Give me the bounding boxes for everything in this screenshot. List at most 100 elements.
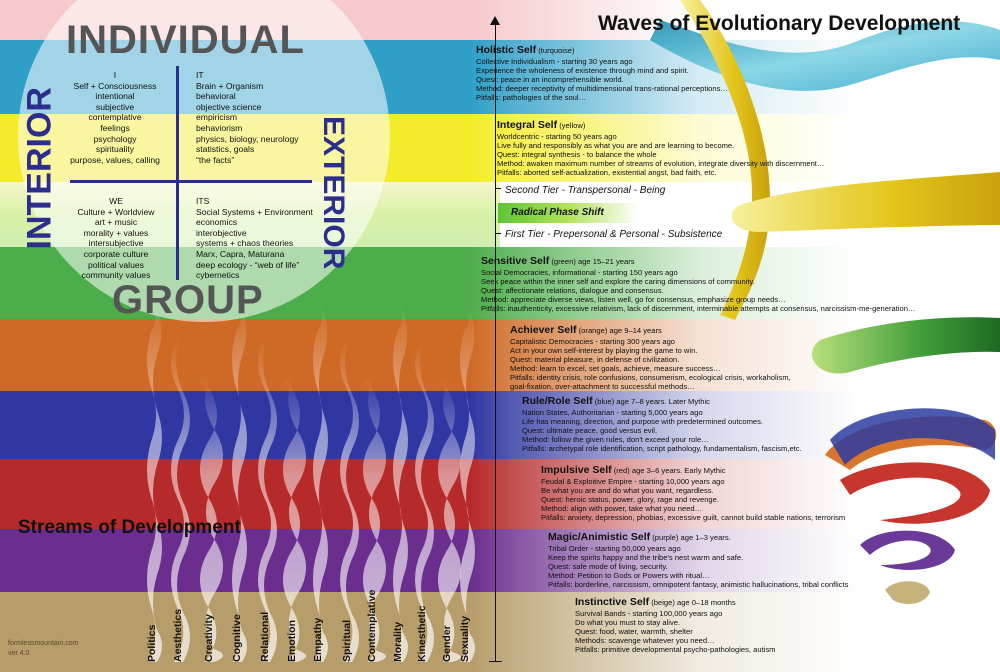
level-line: Quest: food, water, warmth, shelter [575, 627, 693, 636]
level-line: Method: appreciate diverse views, listen… [481, 295, 786, 304]
spiral-blue-coil [830, 408, 995, 465]
qIT-line: objective science [196, 101, 262, 112]
level-line: Collective Individualism - starting 30 y… [476, 57, 633, 66]
qITS-line: Social Systems + Environment [196, 206, 313, 217]
stream-label-aesthetics: Aesthetics [172, 608, 184, 662]
level-instinctive-self: Instinctive Self (beige) age 0–18 months… [575, 596, 776, 654]
level-color-label: (yellow) [557, 121, 586, 130]
level-title: Holistic Self (turquoise) [476, 44, 728, 57]
level-line: Pitfalls: pathologies of the soul… [476, 93, 587, 102]
level-title-text: Sensitive Self [481, 255, 550, 267]
stream-ribbon [200, 374, 223, 662]
level-color-label: (green) age 15–21 years [549, 257, 635, 266]
level-title-text: Rule/Role Self [522, 395, 593, 407]
level-line: Pitfalls: inauthenticity, excessive rela… [481, 304, 916, 313]
qIT-line: “the facts” [196, 154, 235, 165]
second-tier-tick [495, 188, 501, 189]
stream-ribbon [283, 375, 306, 662]
second-tier-label: Second Tier - Transpersonal - Being [505, 185, 666, 196]
streams-heading: Streams of Development [18, 517, 241, 538]
level-color-label: (beige) age 0–18 months [649, 598, 736, 607]
band-beige [0, 592, 1000, 672]
qWE-line: WE [109, 196, 123, 206]
stream-label-morality: Morality [392, 621, 404, 662]
band-purple [0, 529, 1000, 592]
level-rule-role-self: Rule/Role Self (blue) age 7–8 years. Lat… [522, 395, 802, 453]
streams-waves [147, 300, 475, 662]
stream-ribbon [171, 337, 190, 662]
qWE-line: intersubjective [88, 238, 144, 249]
qWE-line: corporate culture [83, 248, 149, 259]
level-title-text: Magic/Animistic Self [548, 531, 651, 543]
spiral-green-ribbon [811, 317, 1000, 374]
stream-ribbon [460, 304, 475, 662]
level-line: Seek peace within the inner self and exp… [481, 277, 755, 286]
level-color-label: (red) age 3–6 years. Early Mythic [611, 466, 726, 475]
stream-label-relational: Relational [259, 611, 271, 662]
qI-line: Self + Consciousness [73, 80, 157, 91]
evolution-axis-base [489, 661, 502, 662]
qITS-line: economics [196, 217, 238, 228]
qWE-line: morality + values [83, 227, 149, 238]
qIT-line: IT [196, 70, 204, 80]
level-line: Tribal Order - starting 50,000 years ago [548, 544, 681, 553]
heading-individual: INDIVIDUAL [66, 18, 305, 62]
level-line: Be what you are and do what you want, re… [541, 486, 714, 495]
level-line: Method: align with power, take what you … [541, 504, 703, 513]
level-title: Achiever Self (orange) age 9–14 years [510, 324, 791, 337]
level-title: Impulsive Self (red) age 3–6 years. Earl… [541, 464, 845, 477]
level-line: Quest: heroic status, power, glory, rage… [541, 495, 719, 504]
stream-label-gender: Gender [441, 625, 453, 662]
qI-line: feelings [100, 122, 130, 133]
level-line: Method: Petition to Gods or Powers with … [548, 571, 710, 580]
qWE-line: political values [88, 259, 144, 270]
level-color-label: (blue) age 7–8 years. Later Mythic [592, 397, 710, 406]
stream-ribbon [258, 338, 277, 662]
qIT-line: behaviorism [196, 122, 243, 133]
level-title: Rule/Role Self (blue) age 7–8 years. Lat… [522, 395, 802, 408]
qITS-line: ITS [196, 196, 210, 206]
qI-line: I [113, 70, 117, 80]
stream-label-contemplative: Contemplative [366, 589, 378, 662]
heading-interior: INTERIOR [20, 87, 59, 250]
level-line: Worldcentric - starting 50 years ago [497, 132, 617, 141]
level-line: Pitfalls: identity crisis, role confusio… [510, 373, 791, 382]
qI-line: spirituality [95, 144, 135, 155]
level-title: Instinctive Self (beige) age 0–18 months [575, 596, 776, 609]
stream-label-empathy: Empathy [312, 617, 324, 662]
band-red [0, 459, 1000, 529]
stream-ribbon [363, 376, 386, 662]
qITS-line: Marx, Capra, Maturana [196, 248, 285, 259]
level-line: Quest: safe mode of living, security. [548, 562, 668, 571]
level-line: Survival Bands - starting 100,000 years … [575, 609, 723, 618]
first-tier-label: First Tier - Prepersonal & Personal - Su… [505, 229, 723, 240]
stream-ribbon [415, 340, 434, 662]
qI-line: contemplative [88, 112, 142, 123]
level-title-text: Instinctive Self [575, 596, 650, 608]
credit-site: formlessmountain.com [8, 640, 79, 647]
stream-ribbon [232, 301, 247, 662]
level-line: Method: deeper receptivity of multidimen… [476, 84, 728, 93]
qIT-line: statistics, goals [196, 144, 255, 155]
level-title-text: Impulsive Self [541, 464, 612, 476]
page-title: Waves of Evolutionary Development [598, 12, 961, 35]
level-line: Quest: ultimate peace, good versus evil. [522, 426, 658, 435]
level-line: Feudal & Exploitive Empire - starting 10… [541, 477, 725, 486]
level-line: Live fully and responsibly as what you a… [497, 141, 735, 150]
stream-label-creativity: Creativity [203, 614, 215, 662]
level-line: Life has meaning, direction, and purpose… [522, 417, 764, 426]
level-title-text: Integral Self [497, 119, 558, 131]
level-line: Pitfalls: borderline, narcissism, omnipo… [548, 580, 849, 589]
level-line: Capitalistic Democracies - starting 300 … [510, 337, 676, 346]
stream-label-emotion: Emotion [286, 620, 298, 662]
qWE-line: community values [81, 270, 151, 281]
spiral-yellow-ribbon-mid [731, 172, 1000, 232]
level-line: Quest: material pleasure, in defense of … [510, 355, 680, 364]
stream-ribbon [313, 302, 328, 662]
level-line: Method: follow the given rules, don't ex… [522, 435, 709, 444]
